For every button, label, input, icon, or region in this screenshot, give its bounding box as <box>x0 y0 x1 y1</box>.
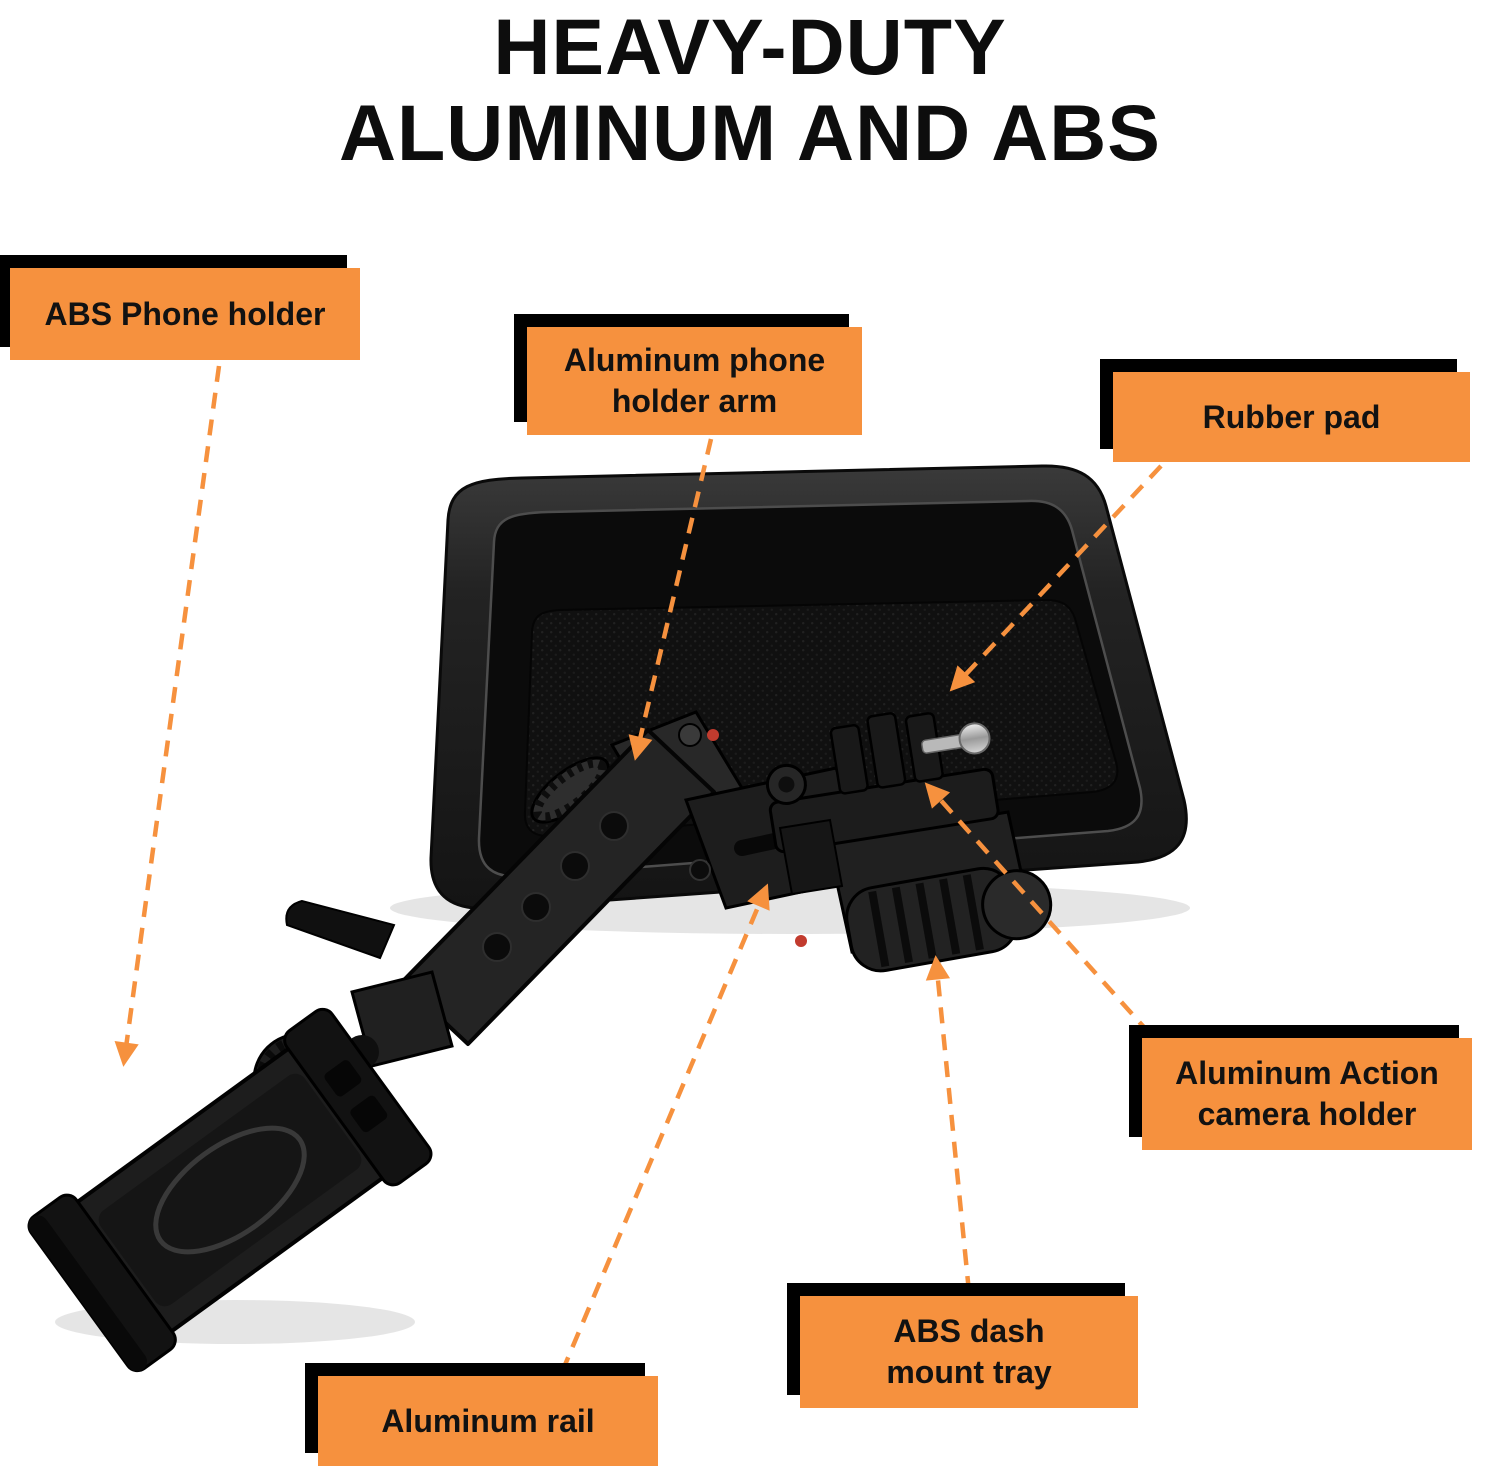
title-line-2: ALUMINUM AND ABS <box>338 88 1161 178</box>
callout-phone-holder-label: ABS Phone holder <box>44 295 326 332</box>
callout-aluminum-rail-label: Aluminum rail <box>381 1402 595 1439</box>
holder-oval-detail <box>153 1125 307 1255</box>
lock-lever <box>285 899 396 960</box>
phone-holder-arm <box>400 728 716 1046</box>
phone-holder <box>27 1007 433 1373</box>
callout-rubber-pad-label: Rubber pad <box>1202 398 1381 435</box>
callout-dash-mount-tray-label: ABS dash mount tray <box>886 1313 1052 1390</box>
product-photo <box>27 464 1190 1373</box>
callout-action-camera-holder-label: Aluminum Action camera holder <box>1175 1055 1439 1132</box>
callout-lines <box>114 365 1163 1373</box>
lead-line-phone-holder <box>114 365 222 1067</box>
callout-rubber-pad: Rubber pad <box>1113 372 1470 462</box>
lead-line-dash-mount-tray <box>925 955 972 1293</box>
callout-phone-holder: ABS Phone holder <box>10 268 360 360</box>
callout-phone-holder-arm: Aluminum phone holder arm <box>527 327 862 435</box>
holder-right-jaw <box>283 1007 433 1187</box>
lead-line-action-camera-holder <box>924 782 1152 1036</box>
callout-action-camera-holder: Aluminum Action camera holder <box>1142 1038 1472 1150</box>
red-accent-dot <box>707 729 719 741</box>
lead-line-phone-holder-arm <box>628 438 714 761</box>
lead-line-rubber-pad <box>949 464 1163 692</box>
callout-aluminum-rail: Aluminum rail <box>318 1376 658 1466</box>
callout-phone-holder-arm-label: Aluminum phone holder arm <box>563 342 826 419</box>
title-line-1: HEAVY-DUTY <box>493 2 1007 91</box>
page-title: HEAVY-DUTY ALUMINUM AND ABS <box>0 2 1500 178</box>
lead-line-aluminum-rail <box>559 883 770 1373</box>
red-accent-dot <box>795 935 807 947</box>
buckle-post <box>778 818 844 896</box>
callout-dash-mount-tray: ABS dash mount tray <box>800 1296 1138 1408</box>
clamp-end-cap <box>981 869 1053 941</box>
thumbscrew-head <box>958 722 991 755</box>
